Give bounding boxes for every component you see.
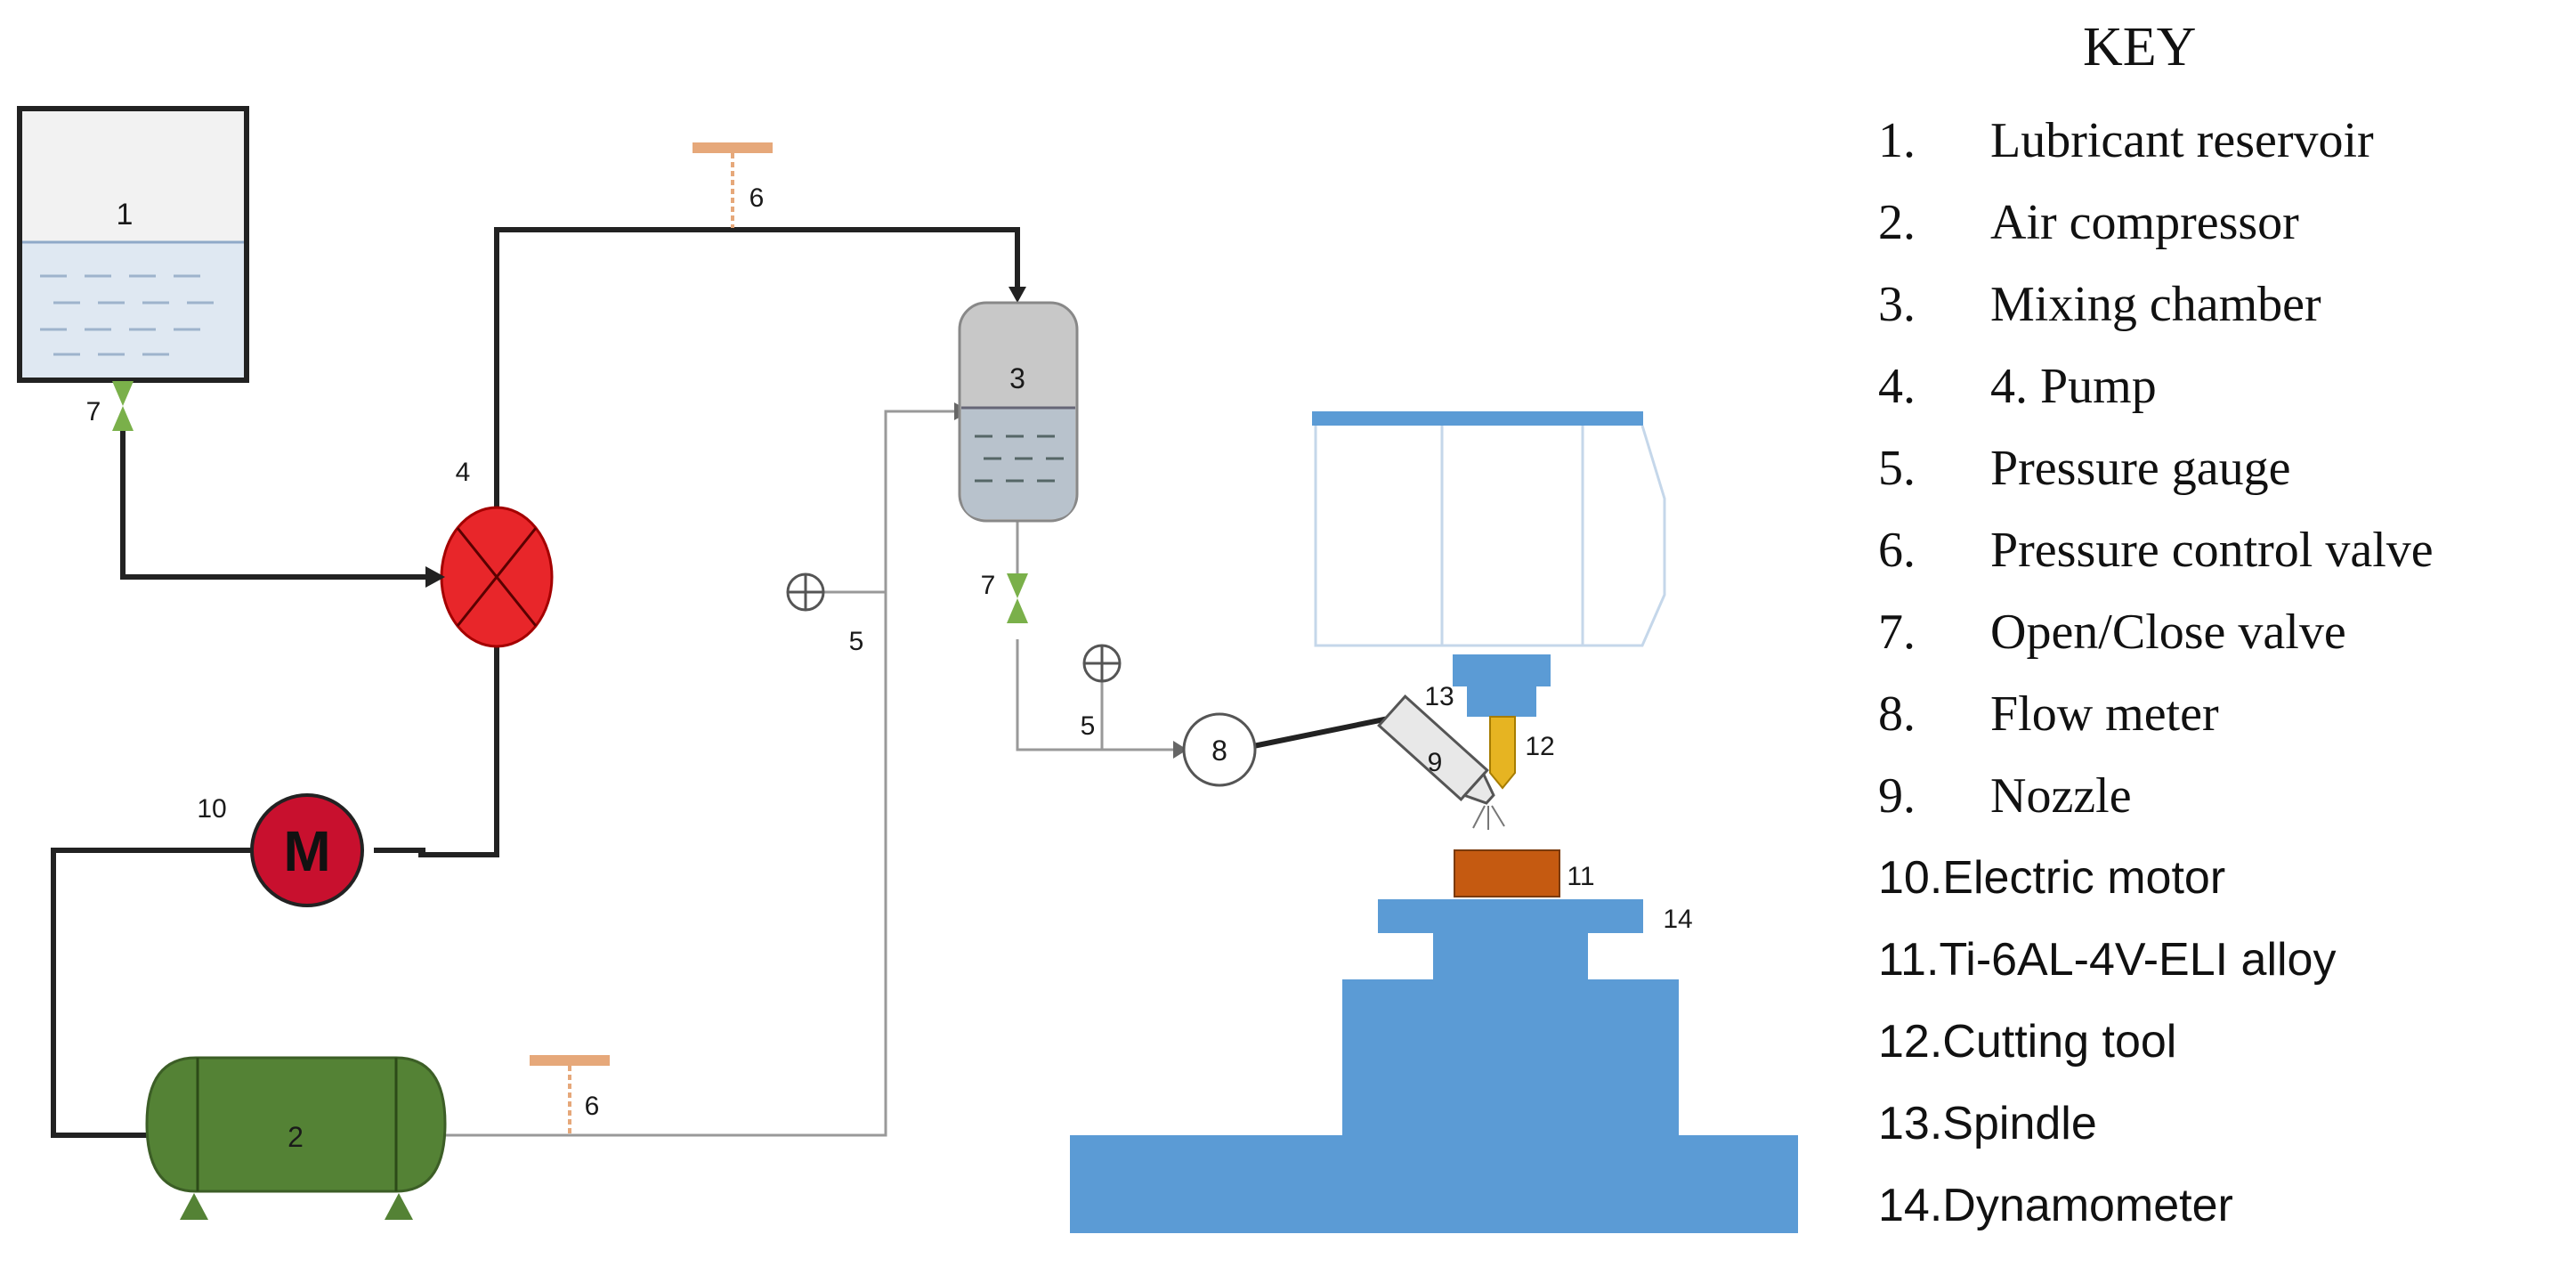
open-valve-left-label: 7 (86, 397, 101, 426)
open-close-valve-right: 7 (981, 571, 1028, 623)
mixing-chamber: 3 (954, 287, 1079, 523)
chamber-inlet-arrow-top (1009, 287, 1026, 303)
reservoir-label: 1 (117, 198, 134, 231)
gauge-left-label: 5 (849, 627, 864, 656)
pipe-motor-to-compressor (51, 848, 254, 1138)
gauge-right-label: 5 (1081, 711, 1096, 741)
dynamometer-label: 14 (1663, 905, 1692, 934)
key-item: 10.Electric motor (1878, 852, 2226, 904)
key-item: 3.Mixing chamber (1878, 277, 2321, 332)
pressure-gauge-left: 5 (786, 573, 864, 656)
compressor-label: 2 (288, 1121, 304, 1153)
spindle-label: 13 (1424, 682, 1454, 711)
flowmeter-inlet-arrow (1173, 741, 1187, 759)
key-item: 2.Air compressor (1878, 195, 2299, 250)
electric-motor: M 10 (178, 793, 425, 907)
pipe-reservoir-to-pump (120, 427, 432, 580)
dynamometer (1378, 899, 1643, 933)
valve-bottom-label: 6 (585, 1092, 600, 1121)
key-item: 7.Open/Close valve (1878, 605, 2346, 660)
cutting-tool-label: 12 (1525, 732, 1554, 761)
pipe-flowmeter-to-nozzle (1252, 716, 1389, 749)
air-line-compressor-to-chamber (445, 410, 960, 1137)
dynamometer-and-base: 14 (1070, 899, 1798, 1233)
pressure-control-valve-top: 6 (693, 142, 773, 228)
flow-meter: 8 (1173, 712, 1257, 787)
valve-top-label: 6 (749, 183, 765, 213)
key-item: 6.Pressure control valve (1878, 523, 2434, 578)
cutting-tool: 12 (1489, 716, 1555, 790)
open-close-valve-left: 7 (86, 381, 134, 431)
lubricant-reservoir: 1 (17, 106, 249, 383)
chamber-label: 3 (1009, 362, 1025, 394)
machine-head (1312, 411, 1666, 647)
motor-symbol: M (283, 819, 330, 883)
key-title: KEY (2083, 17, 2197, 77)
key-item: 11.Ti-6AL-4V-ELI alloy (1878, 934, 2337, 986)
key-item: 4.4. Pump (1878, 359, 2157, 414)
workpiece: 11 (1454, 849, 1595, 897)
main-pipes (51, 227, 1389, 1138)
key-item: 1.Lubricant reservoir (1878, 113, 2374, 168)
flow-meter-label: 8 (1211, 735, 1227, 767)
pressure-gauge-right: 5 (1081, 644, 1122, 741)
workpiece-label: 11 (1567, 862, 1594, 891)
pump-inlet-arrow (425, 566, 445, 588)
key-item: 9.Nozzle (1878, 768, 2132, 824)
key-item: 5.Pressure gauge (1878, 441, 2291, 496)
pipe-pump-to-motor (418, 639, 499, 857)
compressor-foot-left (180, 1193, 208, 1220)
key-list: 1.Lubricant reservoir 2.Air compressor 3… (1878, 100, 2434, 1247)
pipe-pump-to-chamber (494, 227, 1020, 515)
spindle: 13 (1424, 654, 1551, 717)
pump-label: 4 (456, 458, 471, 487)
line-valve-to-flowmeter (1016, 639, 1182, 751)
compressor-foot-right (385, 1193, 413, 1220)
nozzle: 9 (1377, 694, 1505, 830)
key-item: 8.Flow meter (1878, 686, 2219, 742)
open-valve-right-label: 7 (981, 571, 996, 600)
key-item: 12.Cutting tool (1878, 1016, 2177, 1068)
air-compressor: 2 (145, 1056, 447, 1220)
key-item: 13.Spindle (1878, 1098, 2097, 1149)
key-item: 14.Dynamometer (1878, 1180, 2233, 1231)
pressure-control-valve-bottom: 6 (530, 1055, 610, 1133)
air-lines (445, 410, 1182, 1137)
motor-label: 10 (197, 794, 226, 824)
nozzle-label: 9 (1428, 748, 1443, 777)
pump: 4 (425, 458, 554, 648)
